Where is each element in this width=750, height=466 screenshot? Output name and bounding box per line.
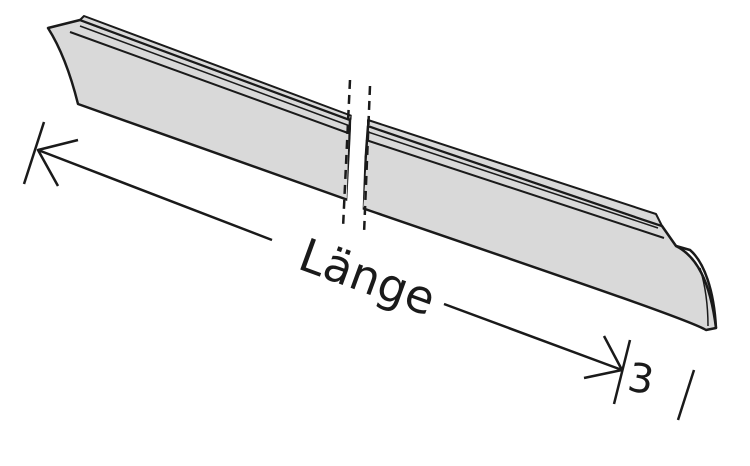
profile-left-body [46, 18, 352, 202]
dimension-right-tick [612, 339, 632, 405]
end-label: 3 [624, 355, 657, 405]
dimension-left-tick [22, 121, 46, 185]
profile-right-body [360, 124, 718, 332]
profile-end-cap [675, 244, 718, 329]
profile-end-lip [699, 267, 709, 327]
dimension-line-left [37, 148, 273, 242]
break-gap [346, 110, 366, 228]
break-line-right [362, 85, 372, 235]
dimension-arrow-left [36, 138, 79, 187]
profile-right-rail [367, 119, 663, 227]
break-line-left [341, 79, 352, 229]
profile-right-groove [365, 139, 665, 239]
length-label: Länge [292, 228, 442, 327]
profile-right-groove-2 [367, 131, 659, 229]
profile-left-groove [69, 31, 349, 134]
end-tick [676, 369, 696, 421]
profile-left-groove-2 [79, 25, 351, 127]
dimension-line-right [443, 302, 623, 372]
